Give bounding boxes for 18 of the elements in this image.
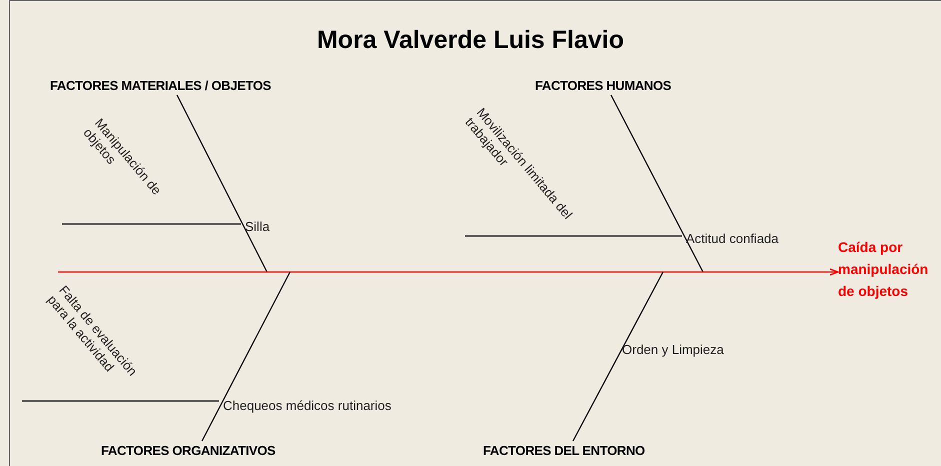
fishbone-branch (572, 272, 664, 442)
cause-line (22, 400, 219, 402)
category-heading: FACTORES MATERIALES / OBJETOS (50, 76, 304, 96)
category-heading: FACTORES HUMANOS (535, 76, 689, 96)
diagram-title: Mora Valverde Luis Flavio (316, 25, 624, 56)
category-heading: FACTORES ORGANIZATIVOS (101, 441, 303, 460)
fishbone-branch (610, 94, 704, 272)
spine-arrow (58, 268, 839, 276)
cause-label: Chequeos médicos rutinarios (219, 396, 419, 416)
effect-label: Caída por manipulación de objetos (838, 236, 938, 308)
cause-line (465, 235, 682, 237)
cause-line (62, 223, 241, 225)
cause-label: Silla (241, 217, 281, 236)
cause-label: Actitud confiada (682, 229, 792, 248)
fishbone-branch (201, 272, 291, 442)
cause-label: Orden y Limpieza (622, 342, 725, 357)
fishbone-branch (176, 94, 268, 272)
category-heading: FACTORES DEL ENTORNO (483, 441, 661, 460)
